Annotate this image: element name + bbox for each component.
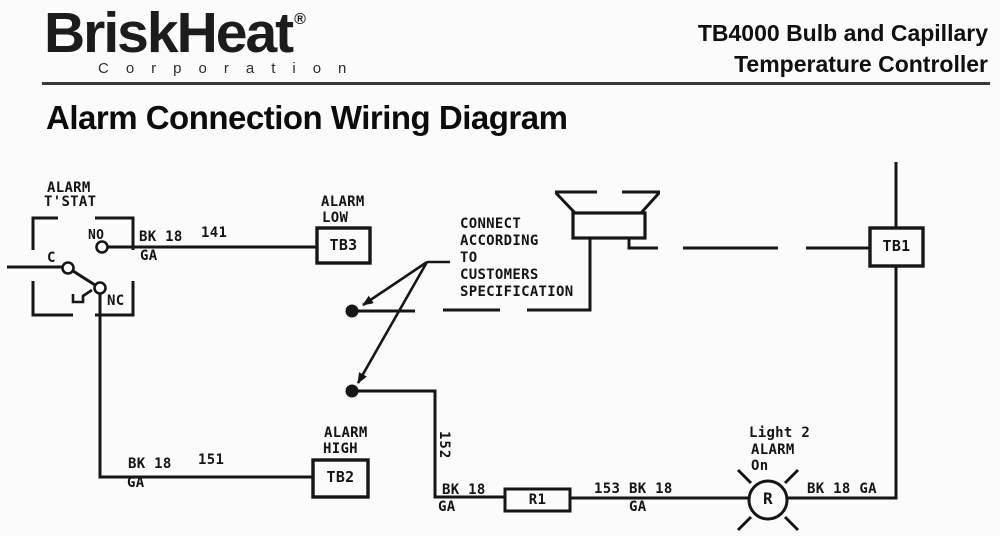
- dashed-wire-horn-to-tb1: [627, 238, 870, 250]
- note-arrow-upper: [362, 260, 428, 307]
- wire-151-number-label: 151: [198, 452, 225, 468]
- tb2-box: [311, 458, 370, 499]
- note-line-2: ACCORDING: [460, 233, 539, 249]
- light-wire-gauge-label: BK 18 GA: [807, 481, 877, 497]
- wire-152-ga-label: GA: [438, 499, 456, 515]
- product-title-line2: Temperature Controller: [734, 51, 988, 77]
- product-title: TB4000 Bulb and Capillary Temperature Co…: [698, 18, 988, 80]
- tb3-name-line2: LOW: [322, 210, 349, 226]
- wire-151-ga-label: GA: [127, 475, 145, 491]
- terminal-no-circle: [95, 240, 109, 254]
- tb3-name-line1: ALARM: [321, 194, 365, 210]
- note-line-5: SPECIFICATION: [460, 284, 574, 300]
- terminal-c-circle: [61, 261, 75, 275]
- note-line-1: CONNECT: [460, 216, 522, 232]
- terminal-no-label: NO: [88, 228, 105, 243]
- wire-152-lower-junction-to-r1: [358, 389, 505, 499]
- briskheat-logo: BriskHeat®: [44, 0, 306, 66]
- header-divider: [42, 82, 990, 85]
- wire-151-nc-to-tb2: [98, 293, 313, 479]
- tb1-box: [868, 226, 925, 268]
- switch-spring-hook: [71, 288, 93, 304]
- terminal-nc-label: NC: [107, 293, 125, 309]
- junction-dot-upper: [345, 304, 359, 318]
- tb3-terminal-label: TB3: [329, 236, 358, 254]
- tb1-terminal-label: TB1: [882, 237, 911, 255]
- wire-141-gauge-label: BK 18: [139, 229, 183, 245]
- r1-resistor-box: [503, 487, 572, 513]
- tb2-name-line2: HIGH: [323, 441, 358, 457]
- note-arrow-lower: [356, 261, 429, 384]
- wire-153-gauge-label: BK 18: [629, 481, 673, 497]
- customer-wire-segment-2: [527, 238, 592, 312]
- page-title: Alarm Connection Wiring Diagram: [46, 99, 568, 136]
- logo-subtitle: Corporation: [98, 60, 364, 77]
- wire-141-ga-label: GA: [140, 248, 158, 264]
- note-line-3: TO: [460, 250, 478, 266]
- terminal-common-circle: [93, 281, 107, 295]
- light-name-line1: Light 2: [749, 425, 811, 441]
- light-symbol-letter: R: [763, 489, 773, 508]
- tb2-terminal-label: TB2: [326, 468, 355, 486]
- switch-arm: [72, 269, 96, 287]
- tb2-name-line1: ALARM: [324, 425, 368, 441]
- alarm-horn-icon: [554, 190, 661, 240]
- tb3-box: [315, 226, 372, 265]
- light-name-line3: On: [751, 458, 769, 474]
- wire-151-gauge-label: BK 18: [128, 456, 172, 472]
- light-name-line2: ALARM: [751, 442, 795, 458]
- logo-brand-text: BriskHeat: [44, 1, 294, 65]
- wire-141-number-label: 141: [201, 225, 228, 241]
- tstat-label-line1: ALARM: [47, 180, 91, 196]
- wire-light-to-tb1: [787, 266, 898, 500]
- wire-153-ga-label: GA: [629, 499, 647, 515]
- r1-resistor-label: R1: [528, 492, 547, 508]
- wire-153-number-label: 153: [594, 481, 621, 497]
- wire-152-number-label: 152: [436, 431, 452, 460]
- wire-152-gauge-label: BK 18: [442, 482, 486, 498]
- tstat-label-line2: T'STAT: [44, 194, 97, 210]
- tstat-enclosure-brackets: [31, 216, 135, 317]
- junction-dot-lower: [345, 384, 359, 398]
- product-title-line1: TB4000 Bulb and Capillary: [697, 20, 988, 46]
- indicator-light-icon: [736, 468, 800, 532]
- registered-trademark-symbol: ®: [294, 11, 306, 28]
- terminal-c-label: C: [47, 250, 56, 266]
- note-line-4: CUSTOMERS: [460, 267, 539, 283]
